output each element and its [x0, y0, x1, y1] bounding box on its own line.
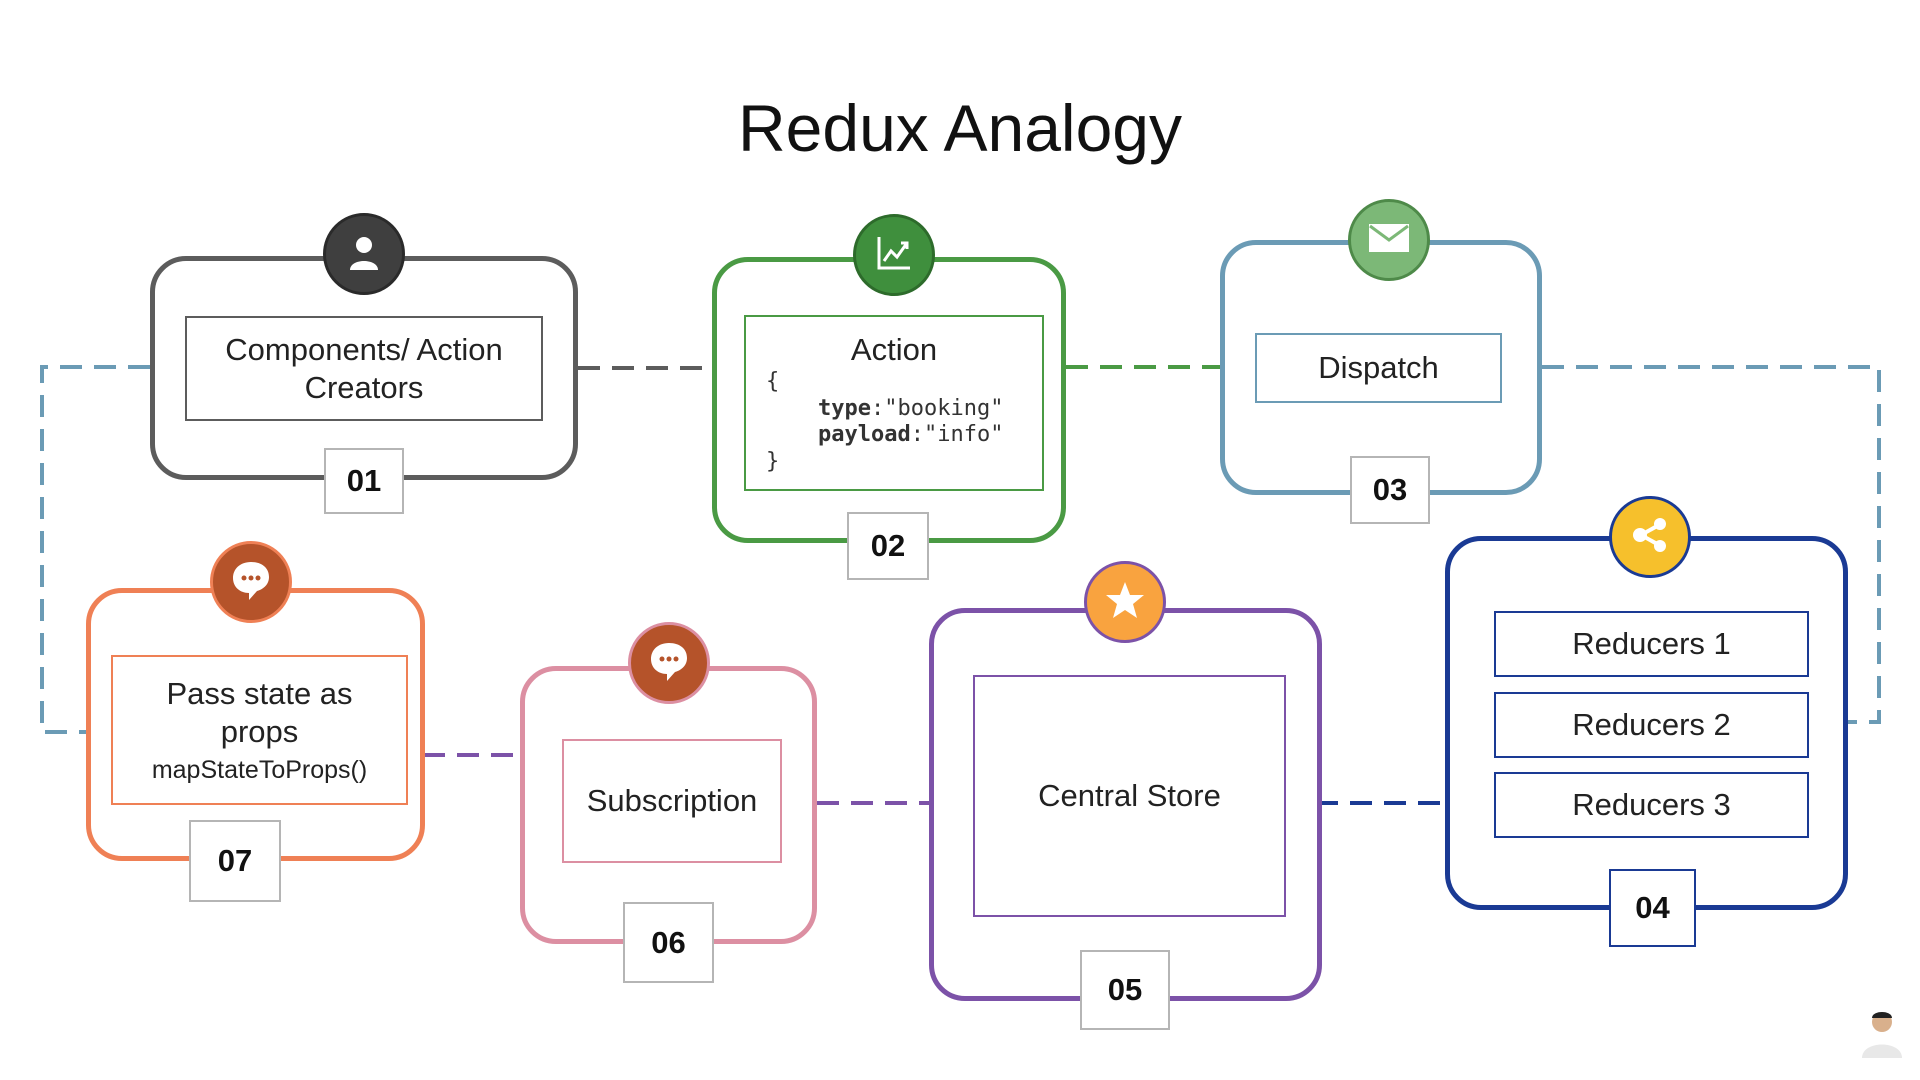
- step-06-box: Subscription: [562, 739, 782, 863]
- chat-icon: [647, 639, 691, 688]
- step-07-box: Pass state as props mapStateToProps(): [111, 655, 408, 805]
- step-05-label: Central Store: [1038, 778, 1221, 814]
- step-03-number: 03: [1350, 456, 1430, 524]
- step-02-badge: [853, 214, 935, 296]
- step-06-container: Subscription: [520, 666, 817, 944]
- code-type-line: type:"booking": [766, 396, 1042, 423]
- diagram-title: Redux Analogy: [738, 91, 1182, 165]
- step-01-badge: [323, 213, 405, 295]
- step-05-container: Central Store: [929, 608, 1322, 1001]
- step-01-box: Components/ Action Creators: [185, 316, 543, 421]
- step-06-label: Subscription: [586, 783, 758, 819]
- code-type-value: "booking": [884, 395, 1004, 421]
- step-07-badge: [210, 541, 292, 623]
- code-sep: :: [870, 395, 885, 421]
- connector-07-01: [40, 365, 150, 734]
- code-payload-value: "info": [923, 422, 1004, 448]
- step-05-box: Central Store: [973, 675, 1286, 917]
- step-07-container: Pass state as props mapStateToProps(): [86, 588, 425, 861]
- step-01-label: Components/ Action Creators: [225, 331, 503, 405]
- presenter-avatar: [1860, 1006, 1904, 1058]
- step-02-label: Action: [850, 332, 938, 367]
- share-icon: [1629, 514, 1671, 561]
- code-payload-key: payload: [818, 422, 911, 448]
- step-05-badge: [1084, 561, 1166, 643]
- action-code-block: { type:"booking" payload:"info" }: [746, 369, 1042, 476]
- step-07-label: Pass state as props: [166, 675, 353, 749]
- step-05-number: 05: [1080, 950, 1170, 1030]
- reducer-item-1: Reducers 1: [1494, 611, 1809, 677]
- step-02-box: Action { type:"booking" payload:"info" }: [744, 315, 1044, 491]
- step-06-number: 06: [623, 902, 714, 983]
- chart-icon: [873, 232, 915, 279]
- code-close-brace: }: [766, 449, 780, 475]
- code-type-key: type: [818, 395, 871, 421]
- user-icon: [344, 232, 384, 277]
- reducer-label: Reducers 2: [1572, 707, 1731, 743]
- step-07-number: 07: [189, 820, 281, 902]
- step-03-container: Dispatch: [1220, 240, 1542, 495]
- step-04-container: Reducers 1 Reducers 2 Reducers 3: [1445, 536, 1848, 910]
- step-02-container: Action { type:"booking" payload:"info" }: [712, 257, 1066, 543]
- mail-icon: [1367, 222, 1411, 259]
- step-02-number: 02: [847, 512, 929, 580]
- reducer-item-3: Reducers 3: [1494, 772, 1809, 838]
- step-04-number: 04: [1609, 869, 1696, 947]
- star-icon: [1104, 579, 1146, 626]
- reducer-label: Reducers 1: [1572, 626, 1731, 662]
- code-payload-line: payload:"info": [766, 422, 1042, 449]
- reducer-item-2: Reducers 2: [1494, 692, 1809, 758]
- reducer-label: Reducers 3: [1572, 787, 1731, 823]
- chat-icon: [229, 558, 273, 607]
- step-03-box: Dispatch: [1255, 333, 1502, 403]
- step-01-number: 01: [324, 448, 404, 514]
- step-03-badge: [1348, 199, 1430, 281]
- code-sep: :: [910, 422, 924, 448]
- step-06-badge: [628, 622, 710, 704]
- connector-03-04: [1542, 365, 1881, 724]
- step-03-label: Dispatch: [1318, 350, 1439, 386]
- step-07-sublabel: mapStateToProps(): [151, 755, 368, 784]
- code-open-brace: {: [766, 368, 780, 394]
- step-04-badge: [1609, 496, 1691, 578]
